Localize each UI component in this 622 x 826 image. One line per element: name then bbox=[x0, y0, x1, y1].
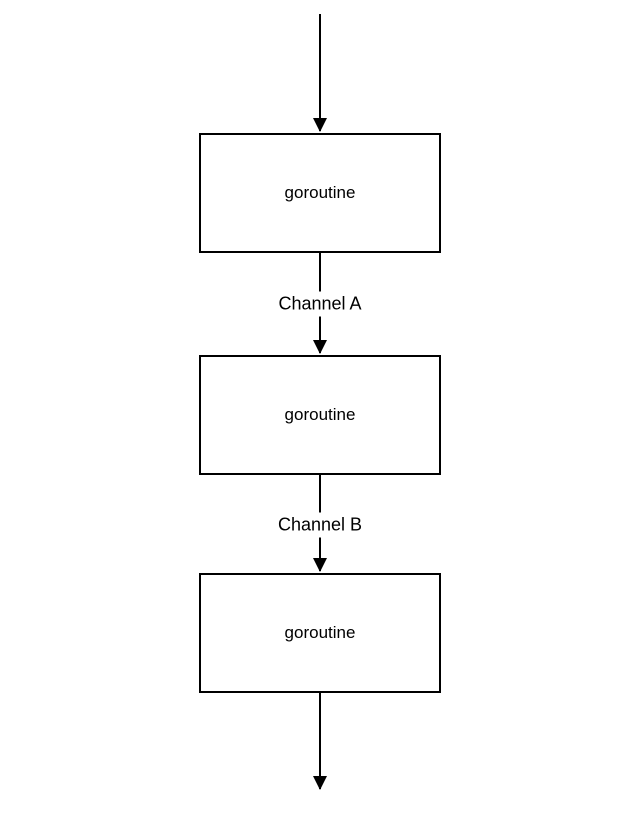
channel-a-edge-label: Channel A bbox=[273, 291, 367, 317]
goroutine-node-2-label: goroutine bbox=[284, 405, 356, 424]
goroutine-node-2: goroutine bbox=[199, 355, 441, 475]
goroutine-node-1: goroutine bbox=[199, 133, 441, 253]
goroutine-node-1-label: goroutine bbox=[284, 183, 356, 202]
goroutine-node-3: goroutine bbox=[199, 573, 441, 693]
goroutine-node-3-label: goroutine bbox=[284, 623, 356, 642]
channel-b-edge-label: Channel B bbox=[272, 512, 368, 538]
